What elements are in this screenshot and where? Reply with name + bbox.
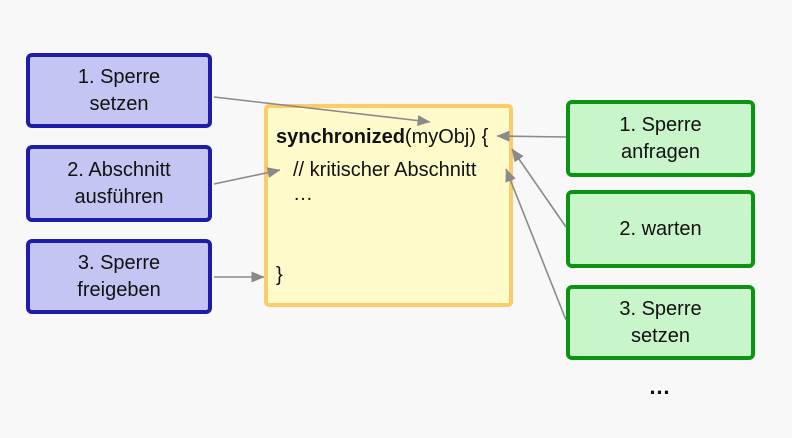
step-box-wait: 2. warten	[566, 190, 755, 268]
step-box-lock-release: 3. Sperre freigeben	[26, 239, 212, 314]
code-line-comment: // kritischer Abschnitt	[293, 159, 477, 181]
step-box-section-execute: 2. Abschnitt ausführen	[26, 145, 212, 222]
bottom-ellipsis: …	[648, 374, 673, 399]
code-keyword: synchronized	[276, 126, 405, 148]
code-line1-rest: (myObj) {	[404, 126, 489, 148]
step-box-lock-request: 1. Sperre anfragen	[566, 100, 755, 177]
arrow-wait-to-box	[511, 148, 567, 228]
arrow-waiter-set-to-box	[505, 168, 567, 321]
code-line-closing-brace: }	[276, 264, 283, 286]
step-box-lock-set: 1. Sperre setzen	[26, 53, 212, 128]
code-line-synchronized: synchronized(myObj) {	[276, 124, 488, 150]
code-line-ellipsis: …	[293, 183, 313, 205]
step-box-lock-set-waiter: 3. Sperre setzen	[566, 285, 755, 360]
